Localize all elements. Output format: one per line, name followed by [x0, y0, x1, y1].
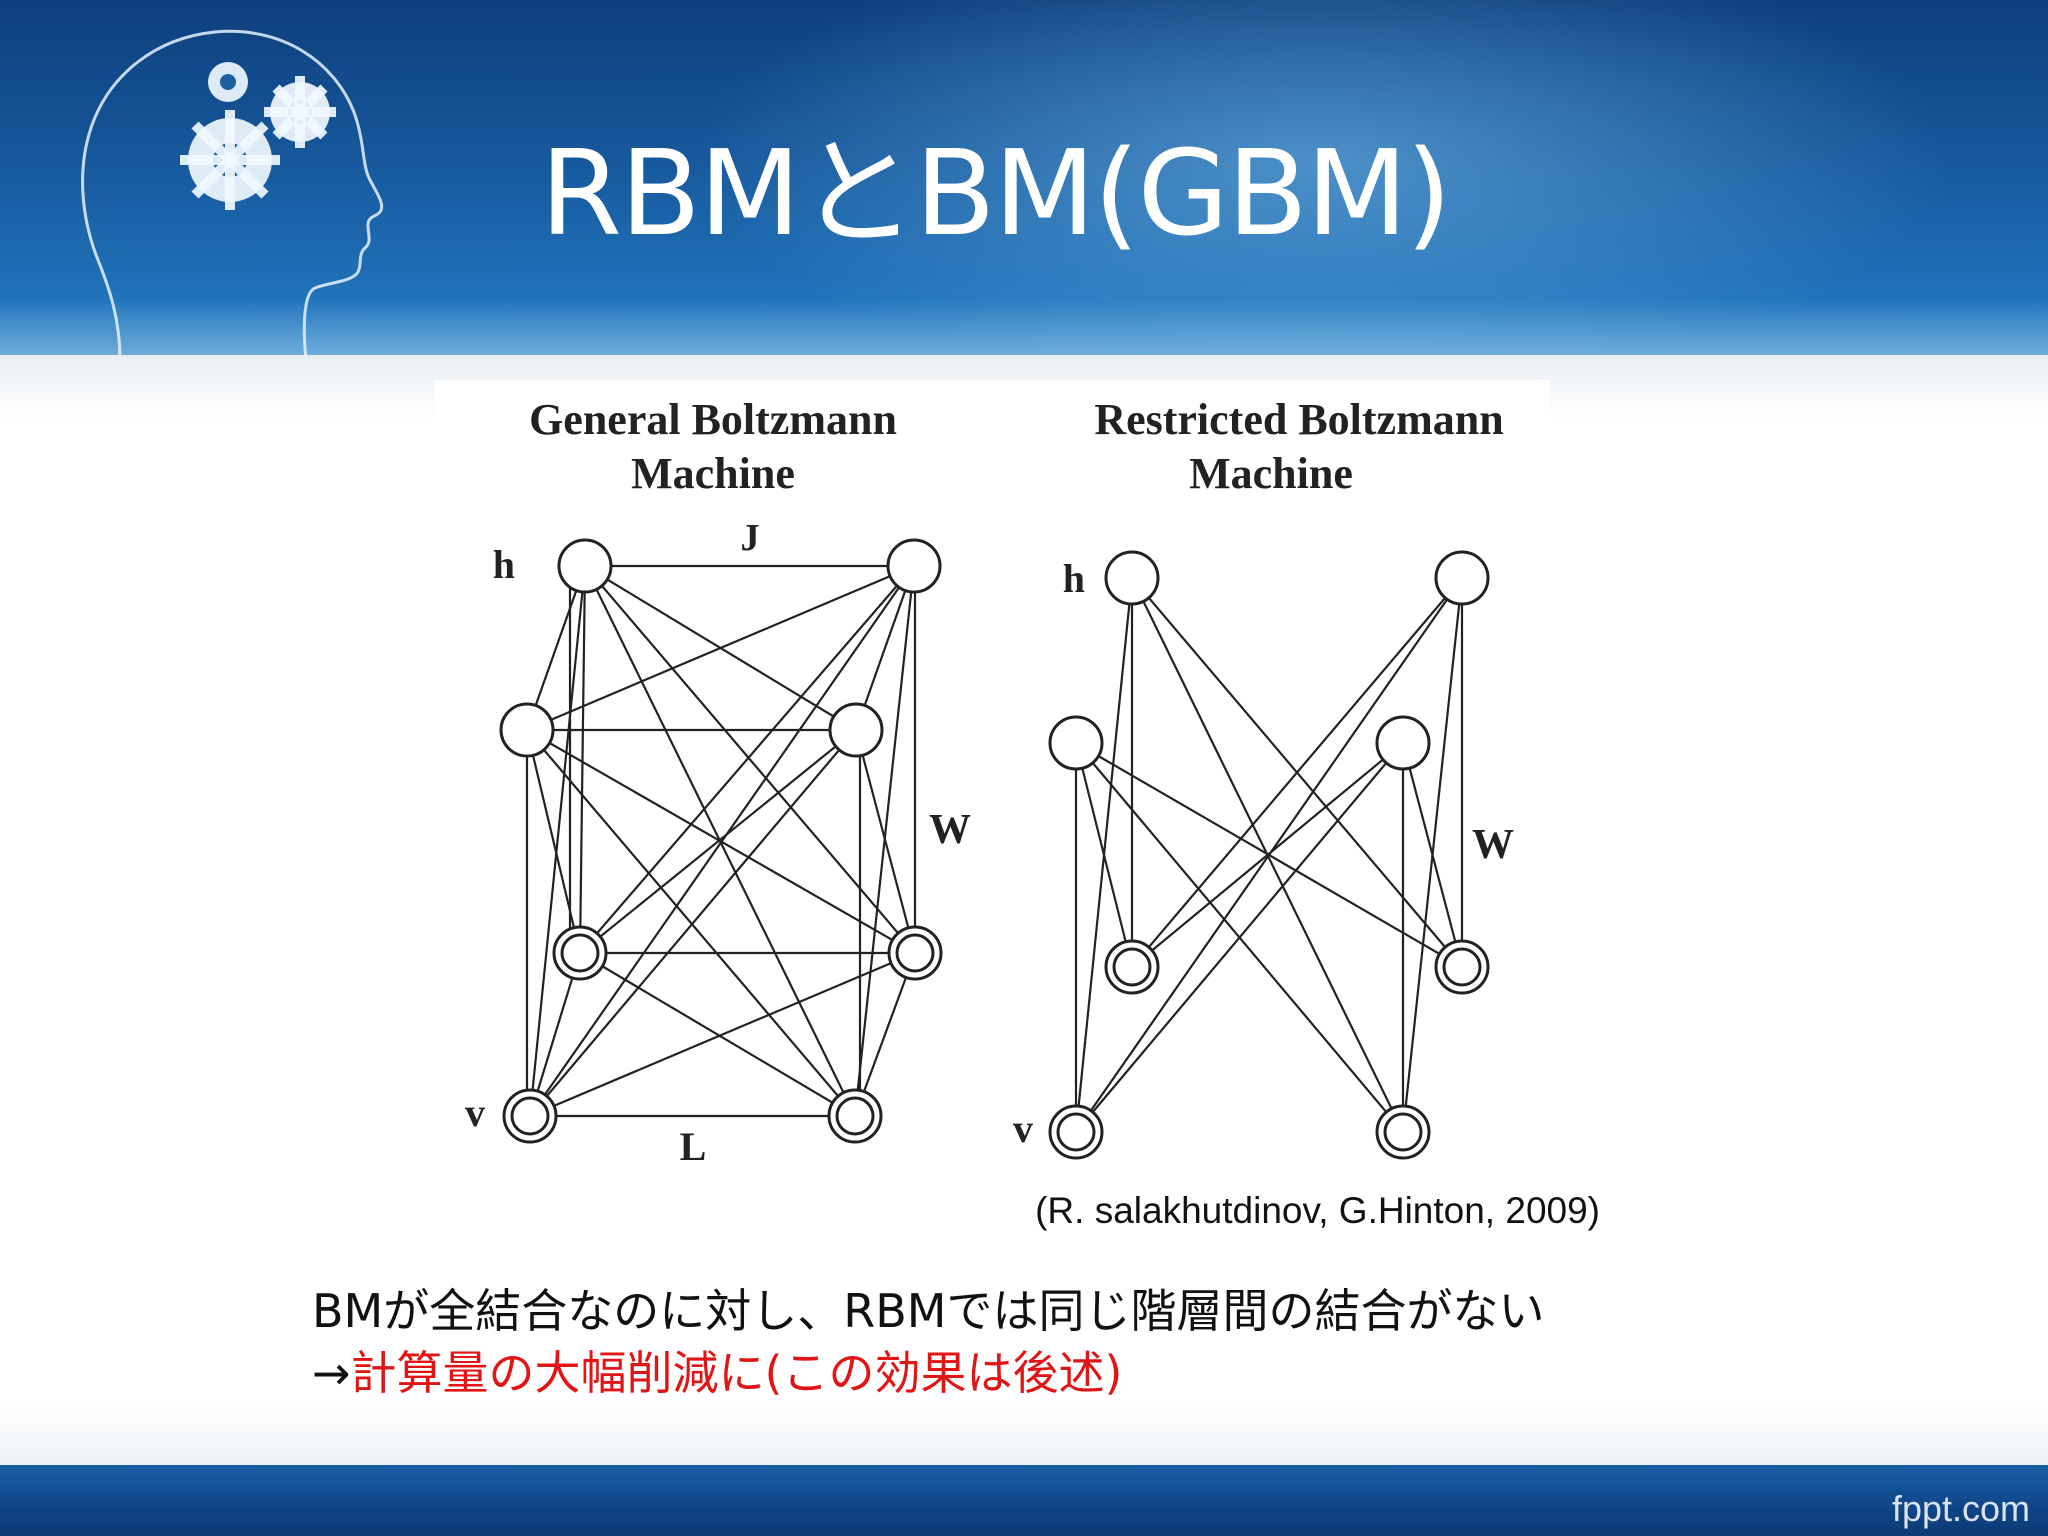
- rbm-edge: [1401, 742, 1464, 968]
- rbm-hidden-node: [1104, 550, 1160, 606]
- rbm-visible-node-inner: [1442, 947, 1482, 987]
- gbm-edge: [853, 952, 917, 1117]
- header-shine: [0, 300, 2048, 358]
- gbm-visible-node-inner: [510, 1096, 550, 1136]
- body-text: BMが全結合なのに対し、RBMでは同じ階層間の結合がない →計算量の大幅削減に(…: [312, 1280, 1762, 1404]
- arrow-glyph: →: [312, 1346, 351, 1400]
- gbm-edge: [579, 565, 915, 954]
- gbm-edge: [854, 729, 917, 954]
- rbm-edge: [1074, 742, 1134, 968]
- emphasis-text: 計算量の大幅削減に(この効果は後述): [350, 1346, 1123, 1400]
- footer-banner: fppt.com: [0, 1465, 2048, 1536]
- rbm-hidden-node: [1375, 715, 1431, 771]
- gbm-edge: [529, 729, 857, 1117]
- gbm-nodes: [499, 538, 943, 1144]
- rbm-label-v: v: [1013, 1106, 1033, 1151]
- gbm-edge: [529, 951, 916, 1118]
- gbm-edge: [579, 952, 856, 1117]
- rbm-title-line2: Machine: [1189, 449, 1353, 498]
- footer-brand: fppt.com: [1891, 1488, 2030, 1529]
- rbm-edge: [1075, 742, 1404, 1133]
- gbm-edge: [526, 564, 915, 732]
- rbm-visible-node-inner: [1112, 947, 1152, 987]
- rbm-hidden-node: [1048, 715, 1104, 771]
- gbm-edge: [578, 565, 587, 954]
- gbm-edge: [528, 952, 582, 1117]
- header-banner: RBMとBM(GBM): [0, 0, 2048, 360]
- gbm-edge: [526, 729, 856, 1117]
- gbm-edge: [528, 565, 587, 1117]
- boltzmann-diagram-card: General Boltzmann Machine Restricted Bol…: [435, 380, 1550, 1180]
- gbm-label-w: W: [929, 807, 971, 853]
- rbm-visible-node-inner: [1056, 1112, 1096, 1152]
- gbm-label-j: J: [741, 517, 760, 559]
- gbm-title-line1: General Boltzmann: [529, 395, 897, 444]
- rbm-edge: [1131, 577, 1463, 968]
- gbm-hidden-node: [828, 702, 884, 758]
- gbm-edge: [526, 729, 916, 954]
- body-line-1: BMが全結合なのに対し、RBMでは同じ階層間の結合がない: [312, 1284, 1545, 1338]
- rbm-title-line1: Restricted Boltzmann: [1094, 395, 1503, 444]
- gbm-hidden-node: [557, 538, 613, 594]
- rbm-hidden-node: [1434, 550, 1490, 606]
- head-with-gears-icon: [81, 29, 384, 360]
- gbm-visible-node-inner: [895, 933, 935, 973]
- gbm-label-v: v: [465, 1090, 485, 1135]
- body-line-2: →計算量の大幅削減に(この効果は後述): [312, 1342, 1762, 1404]
- gbm-hidden-node: [886, 538, 942, 594]
- gbm-edge: [579, 729, 857, 954]
- rbm-edges: [1074, 577, 1464, 1133]
- gbm-label-h: h: [493, 542, 515, 587]
- gbm-hidden-node: [499, 702, 555, 758]
- gbm-title-line2: Machine: [631, 449, 795, 498]
- gbm-edges: [525, 564, 917, 1118]
- boltzmann-diagram: General Boltzmann Machine Restricted Bol…: [465, 395, 1514, 1169]
- gbm-visible-node-inner: [835, 1096, 875, 1136]
- rbm-edge: [1131, 742, 1404, 968]
- citation: (R. salakhutdinov, G.Hinton, 2009): [1035, 1190, 1600, 1231]
- gbm-edge: [525, 565, 587, 731]
- slide-title: RBMとBM(GBM): [540, 124, 1452, 262]
- rbm-visible-node-inner: [1383, 1112, 1423, 1152]
- rbm-label-w: W: [1472, 822, 1514, 868]
- gbm-visible-node-inner: [560, 933, 600, 973]
- gbm-edge: [854, 565, 916, 731]
- rbm-nodes: [1048, 550, 1490, 1160]
- gbm-label-l: L: [680, 1124, 707, 1169]
- gbm-edge: [525, 729, 582, 954]
- gbm-edge: [584, 565, 916, 954]
- rbm-label-h: h: [1063, 556, 1085, 601]
